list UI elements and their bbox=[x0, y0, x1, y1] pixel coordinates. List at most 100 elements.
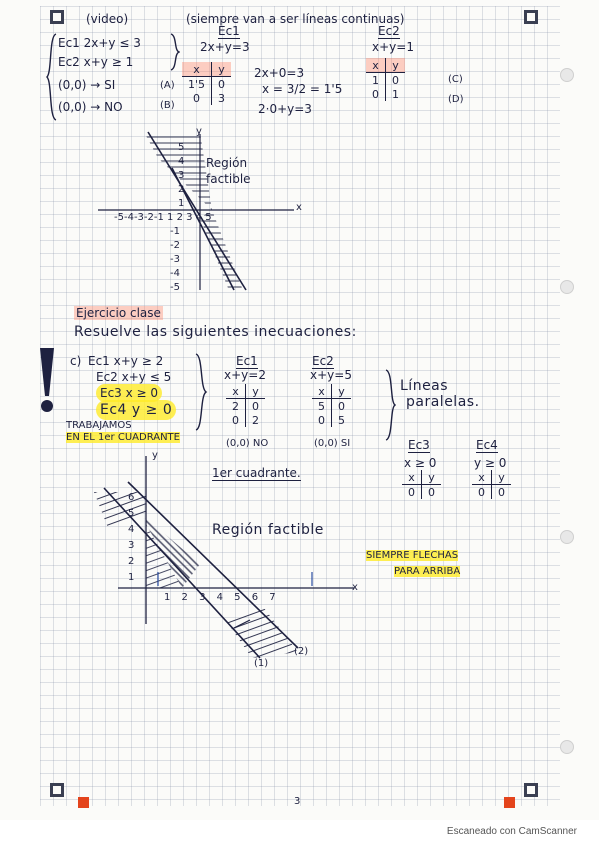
ec1-row-tag-b: (B) bbox=[160, 100, 175, 111]
ec1-cell: 0 bbox=[218, 77, 226, 91]
graph-1 bbox=[98, 131, 294, 291]
ec1c-cell: 2 bbox=[252, 413, 259, 427]
arrows-note-1: SIEMPRE FLECHAS bbox=[366, 550, 459, 561]
ec1-work-step-2: x = 3/2 = 1'5 bbox=[262, 82, 343, 96]
ec2-cell: 0 bbox=[392, 73, 399, 87]
graph-2-hatched-below-ec1 bbox=[146, 518, 182, 588]
ec2c-cell: 0 bbox=[312, 413, 332, 427]
first-quadrant-note-2: EN EL 1er CUADRANTE bbox=[66, 432, 180, 443]
graph-1-y-tick: -2 bbox=[170, 240, 180, 251]
ec1-col-x: x bbox=[182, 62, 213, 77]
graph-2 bbox=[94, 456, 354, 659]
scanner-footer: Escaneado con CamScanner bbox=[0, 820, 599, 848]
ec3c-equation: x ≥ 0 bbox=[404, 456, 437, 470]
parallel-lines-note-1: Líneas bbox=[400, 378, 449, 394]
exercise-instruction: Resuelve las siguientes inecuaciones: bbox=[74, 324, 357, 340]
punch-hole bbox=[560, 740, 574, 754]
graph-2-y-label: y bbox=[152, 450, 158, 461]
graph-2-region-label: Región factible bbox=[212, 522, 324, 538]
graph-1-y-tick: 1 bbox=[178, 198, 185, 209]
ec1c-origin-check: (0,0) NO bbox=[226, 438, 269, 449]
ec1-work-step-1: 2x+0=3 bbox=[254, 66, 305, 80]
graph-2-x-ticks: 1 2 3 4 5 6 7 bbox=[164, 592, 280, 603]
ec1-work-step-3: 2·0+y=3 bbox=[258, 102, 312, 116]
graph-1-y-tick: -1 bbox=[170, 226, 180, 237]
punch-hole bbox=[560, 530, 574, 544]
inequality-c-ec4: Ec4 y ≥ 0 bbox=[96, 400, 177, 420]
ec1-cell: 0 bbox=[182, 91, 213, 105]
ec4c-cell: 0 bbox=[472, 484, 492, 499]
ec2c-equation: x+y=5 bbox=[310, 368, 352, 382]
graph-1-y-tick: 4 bbox=[178, 156, 185, 167]
ec3c-col-y: y bbox=[421, 470, 441, 485]
ec2c-col-y: y bbox=[331, 384, 351, 399]
ec1c-col-y: y bbox=[245, 384, 265, 399]
corner-marker-top-left bbox=[50, 10, 64, 24]
first-quadrant-note-1: TRABAJAMOS bbox=[66, 420, 132, 431]
graph-2-y-tick: 5 bbox=[128, 508, 135, 519]
graph-1-y-tick: 5 bbox=[178, 142, 185, 153]
ec2c-cell: 0 bbox=[338, 399, 345, 413]
corner-marker-bottom-left bbox=[50, 783, 64, 797]
ec1c-col-x: x bbox=[226, 384, 246, 399]
ec1-row-tag-a: (A) bbox=[160, 80, 175, 91]
ec2-row-tag-c: (C) bbox=[448, 74, 463, 85]
system-brace-1 bbox=[46, 33, 57, 121]
ec4c-cell: 0 bbox=[498, 485, 505, 499]
ec1-equation: 2x+y=3 bbox=[200, 40, 250, 54]
ec2-cell: 1 bbox=[392, 87, 399, 101]
graph-1-y-tick: -5 bbox=[170, 282, 180, 293]
ec2-title: Ec2 bbox=[378, 24, 400, 39]
ec1-cell: 3 bbox=[218, 91, 226, 105]
parallel-brace bbox=[385, 369, 396, 441]
graph-2-hatched-left bbox=[94, 492, 146, 528]
graph-1-y-tick: -4 bbox=[170, 268, 180, 279]
ec1c-cell: 2 bbox=[226, 398, 246, 413]
ec4c-col-y: y bbox=[491, 470, 511, 485]
graph-2-y-tick: 4 bbox=[128, 524, 135, 535]
graph-1-x-ticks: -5-4-3-2-1 1 2 3 4 5 bbox=[114, 212, 212, 223]
graph-1-x-label: x bbox=[296, 202, 302, 213]
ec1-title: Ec1 bbox=[218, 24, 240, 39]
graph-2-x-label: x bbox=[352, 582, 358, 593]
ec2-col-x: x bbox=[366, 58, 386, 73]
ec1-cell: 1'5 bbox=[182, 76, 213, 91]
ec2c-col-x: x bbox=[312, 384, 332, 399]
graph-2-hatched-right bbox=[224, 608, 298, 658]
graph-1-y-label: y bbox=[196, 126, 202, 137]
graph-2-line-ec2 bbox=[127, 481, 299, 649]
ec2c-cell: 5 bbox=[312, 398, 332, 413]
system-brace-1-right bbox=[170, 33, 180, 71]
graph-1-y-tick: 3 bbox=[178, 170, 185, 181]
ec3c-cell: 0 bbox=[402, 484, 422, 499]
ec1c-cell: 0 bbox=[252, 399, 259, 413]
ec2-cell: 1 bbox=[366, 72, 386, 87]
graph-1-region-label-line1: Región bbox=[206, 156, 248, 170]
inequality-ec2: Ec2 x+y ≥ 1 bbox=[58, 55, 134, 69]
corner-marker-bottom-right bbox=[524, 783, 538, 797]
origin-check-2: (0,0) → NO bbox=[58, 100, 123, 114]
punch-hole bbox=[560, 68, 574, 82]
inequality-c-ec1: Ec1 x+y ≥ 2 bbox=[88, 354, 164, 368]
graph-2-y-tick: 2 bbox=[128, 556, 135, 567]
graph-1-y-tick: -3 bbox=[170, 254, 180, 265]
graph-2-y-tick: 6 bbox=[128, 492, 135, 503]
scanner-watermark: Escaneado con CamScanner bbox=[446, 826, 577, 837]
exercise-title: Ejercicio clase bbox=[74, 306, 163, 320]
ec1c-title: Ec1 bbox=[236, 354, 258, 369]
graph-2-arrow-right bbox=[233, 619, 251, 629]
ec3c-cell: 0 bbox=[428, 485, 435, 499]
parallel-lines-note-2: paralelas. bbox=[406, 394, 480, 410]
origin-check-1: (0,0) → SI bbox=[58, 78, 116, 92]
ec3c-title: Ec3 bbox=[408, 438, 430, 453]
graph-1-region-label-line2: factible bbox=[206, 172, 251, 186]
ec4c-equation: y ≥ 0 bbox=[474, 456, 507, 470]
page-number: 3 bbox=[294, 796, 301, 807]
ec1-col-y: y bbox=[211, 62, 232, 77]
graph-1-line-ec1 bbox=[147, 131, 247, 291]
